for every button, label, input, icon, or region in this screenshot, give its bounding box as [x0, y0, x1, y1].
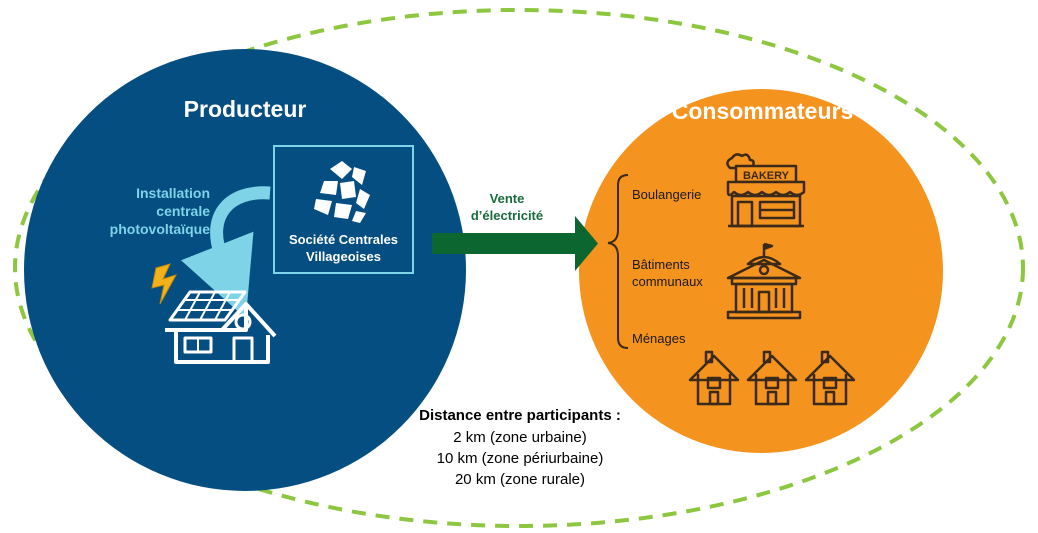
distance-title: Distance entre participants :: [419, 407, 621, 424]
solar-panel-house-icon: [165, 290, 277, 364]
lightning-bolt-icon: [151, 263, 178, 305]
installation-label: Installation centrale photovoltaïque: [88, 184, 210, 238]
installation-label-line: centrale: [156, 203, 210, 219]
consumer-label-line: Ménages: [632, 331, 686, 346]
faceted-stone-logo-icon: [314, 161, 370, 223]
distance-line: 2 km (zone urbaine): [453, 429, 587, 446]
pv-curved-arrow: [180, 186, 271, 319]
consumers-title: Consommateurs: [671, 98, 854, 124]
company-name-line: Société Centrales: [288, 232, 399, 247]
sale-label-line: d’électricité: [470, 208, 544, 223]
bakery-shop-icon: [726, 153, 806, 228]
bakery-sign-text: BAKERY: [743, 170, 790, 182]
consumer-label-households: Ménages: [632, 330, 685, 347]
arrow-right-icon: [432, 216, 598, 271]
distance-line: 10 km (zone périurbaine): [436, 450, 604, 467]
company-box: Société Centrales Villageoises: [273, 145, 414, 274]
producer-title: Producteur: [183, 96, 307, 122]
sale-label-line: Vente: [489, 191, 525, 206]
consumer-label-municipal: Bâtiments communaux: [632, 256, 703, 290]
consumers-bracket: [607, 174, 629, 349]
consumer-label-line: Boulangerie: [632, 187, 702, 202]
distance-line: 20 km (zone rurale): [454, 471, 586, 488]
sale-label: Vente d’électricité: [452, 190, 562, 224]
company-name: Société Centrales Villageoises: [275, 231, 412, 265]
installation-label-line: Installation: [136, 185, 210, 201]
consumer-label-line: communaux: [632, 274, 703, 289]
consumer-label-line: Bâtiments: [632, 257, 690, 272]
consumer-label-bakery: Boulangerie: [632, 186, 701, 203]
town-hall-icon: [726, 242, 802, 320]
scope-dashed-ellipse: [13, 8, 1025, 528]
company-name-line: Villageoises: [306, 249, 381, 264]
houses-icon: [688, 350, 856, 406]
installation-label-line: photovoltaïque: [109, 221, 210, 237]
